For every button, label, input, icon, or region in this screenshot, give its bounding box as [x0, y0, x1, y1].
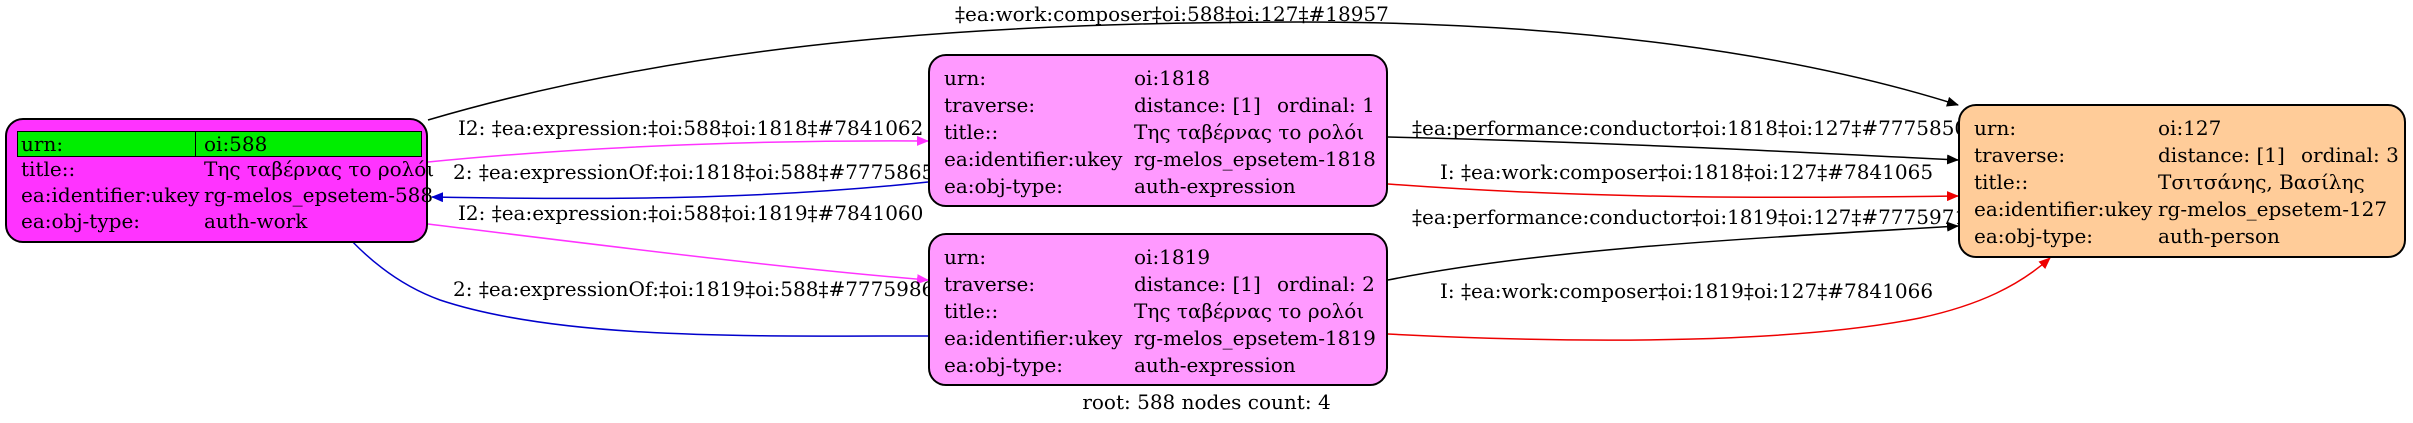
distance-value: distance: [1]: [2158, 143, 2285, 167]
edge-expressionOf-1819: [317, 199, 929, 337]
ukey-value: rg-melos_epsetem-588: [204, 183, 434, 207]
row-title: title:: Της ταβέρνας το ρολόι: [21, 157, 434, 181]
type-key: ea:obj-type:: [21, 209, 141, 233]
title-key: title::: [944, 299, 999, 323]
row-urn: urn: oi:127: [1974, 116, 2394, 140]
row-type: ea:obj-type: auth-expression: [944, 174, 1376, 198]
row-traverse: traverse: distance: [1] ordinal: 2: [944, 272, 1376, 296]
edge-label-expression-1819: I2: ‡ea:expression:‡oi:588‡oi:1819‡#7841…: [458, 201, 924, 225]
urn-key: urn:: [944, 245, 987, 269]
type-key: ea:obj-type:: [1974, 224, 2094, 248]
urn-key: urn:: [1974, 116, 2017, 140]
ukey-key: ea:identifier:ukey: [944, 147, 1123, 171]
title-value: Τσιτσάνης, Βασίλης: [2158, 170, 2365, 194]
title-key: title::: [944, 120, 999, 144]
urn-key: urn:: [944, 66, 987, 90]
type-value: auth-person: [2158, 224, 2280, 248]
urn-value: oi:127: [2158, 116, 2222, 140]
row-urn: urn: oi:1818: [944, 66, 1376, 90]
row-type: ea:obj-type: auth-person: [1974, 224, 2394, 248]
urn-value: oi:1818: [1134, 66, 1211, 90]
edge-label-conductor-1819: ‡ea:performance:conductor‡oi:1819‡oi:127…: [1412, 205, 1968, 229]
title-value: Της ταβέρνας το ρολόι: [1134, 120, 1365, 144]
row-type: ea:obj-type: auth-expression: [944, 353, 1376, 377]
ukey-key: ea:identifier:ukey: [21, 183, 200, 207]
row-ukey: ea:identifier:ukey rg-melos_epsetem-127: [1974, 197, 2394, 221]
traverse-key: traverse:: [1974, 143, 2066, 167]
edge-label-expressionOf-1818: 2: ‡ea:expressionOf:‡oi:1818‡oi:588‡#777…: [453, 160, 935, 184]
title-key: title::: [1974, 170, 2029, 194]
edge-label-expression-1818: I2: ‡ea:expression:‡oi:588‡oi:1818‡#7841…: [458, 116, 924, 140]
title-key: title::: [21, 157, 76, 181]
graph-footer: root: 588 nodes count: 4: [1082, 390, 1331, 414]
type-value: auth-expression: [1134, 353, 1296, 377]
type-value: auth-expression: [1134, 174, 1296, 198]
edge-label-composer-1818: I: ‡ea:work:composer‡oi:1818‡oi:127‡#784…: [1440, 160, 1934, 184]
title-value: Της ταβέρνας το ρολόι: [204, 157, 435, 181]
ukey-key: ea:identifier:ukey: [1974, 197, 2153, 221]
row-title: title:: Της ταβέρνας το ρολόι: [944, 120, 1376, 144]
row-ukey: ea:identifier:ukey rg-melos_epsetem-1819: [944, 326, 1376, 350]
type-value: auth-work: [204, 209, 308, 233]
type-key: ea:obj-type:: [944, 174, 1064, 198]
row-traverse: traverse: distance: [1] ordinal: 1: [944, 93, 1376, 117]
row-ukey: ea:identifier:ukey rg-melos_epsetem-588: [21, 183, 433, 207]
ordinal-value: ordinal: 1: [1277, 93, 1375, 117]
edge-label-composer-top: ‡ea:work:composer‡oi:588‡oi:127‡#18957: [955, 2, 1389, 26]
row-type: ea:obj-type: auth-work: [21, 209, 416, 233]
traverse-key: traverse:: [944, 93, 1036, 117]
ordinal-value: ordinal: 2: [1277, 272, 1375, 296]
edge-expression-1818: [427, 135, 929, 163]
row-urn: urn: oi:1819: [944, 245, 1376, 269]
ukey-value: rg-melos_epsetem-1819: [1134, 326, 1376, 350]
edge-composer-top: [427, 21, 1959, 121]
ordinal-value: ordinal: 3: [2301, 143, 2399, 167]
edge-expressionOf-1818: [431, 181, 929, 203]
node-expression-1819[interactable]: urn: oi:1819 traverse: distance: [1] ord…: [928, 233, 1388, 386]
edge-expression-1819: [427, 223, 929, 285]
edge-composer-1819: [1387, 257, 2051, 341]
edge-label-conductor-1818: ‡ea:performance:conductor‡oi:1818‡oi:127…: [1412, 116, 1968, 140]
edge-composer-1818: [1387, 183, 1959, 202]
node-expression-1818[interactable]: urn: oi:1818 traverse: distance: [1] ord…: [928, 54, 1388, 207]
row-urn: urn: oi:588: [21, 132, 416, 156]
row-traverse: traverse: distance: [1] ordinal: 3: [1974, 143, 2399, 167]
ukey-key: ea:identifier:ukey: [944, 326, 1123, 350]
ukey-value: rg-melos_epsetem-127: [2158, 197, 2388, 221]
type-key: ea:obj-type:: [944, 353, 1064, 377]
ukey-value: rg-melos_epsetem-1818: [1134, 147, 1376, 171]
edge-label-composer-1819: I: ‡ea:work:composer‡oi:1819‡oi:127‡#784…: [1440, 279, 1934, 303]
urn-key: urn:: [21, 132, 64, 156]
row-title: title:: Της ταβέρνας το ρολόι: [944, 299, 1376, 323]
edge-conductor-1819: [1387, 221, 1959, 281]
edge-conductor-1818: [1387, 136, 1959, 165]
node-work-588[interactable]: urn: oi:588 title:: Της ταβέρνας το ρολό…: [5, 118, 434, 243]
distance-value: distance: [1]: [1134, 272, 1261, 296]
urn-value: oi:1819: [1134, 245, 1211, 269]
urn-value: oi:588: [204, 132, 268, 156]
urn-highlight: [17, 131, 422, 157]
node-person-127[interactable]: urn: oi:127 traverse: distance: [1] ordi…: [1958, 104, 2406, 258]
row-ukey: ea:identifier:ukey rg-melos_epsetem-1818: [944, 147, 1376, 171]
title-value: Της ταβέρνας το ρολόι: [1134, 299, 1365, 323]
distance-value: distance: [1]: [1134, 93, 1261, 117]
traverse-key: traverse:: [944, 272, 1036, 296]
edge-label-expressionOf-1819: 2: ‡ea:expressionOf:‡oi:1819‡oi:588‡#777…: [453, 277, 935, 301]
urn-highlight-divider: [195, 131, 196, 157]
row-title: title:: Τσιτσάνης, Βασίλης: [1974, 170, 2394, 194]
